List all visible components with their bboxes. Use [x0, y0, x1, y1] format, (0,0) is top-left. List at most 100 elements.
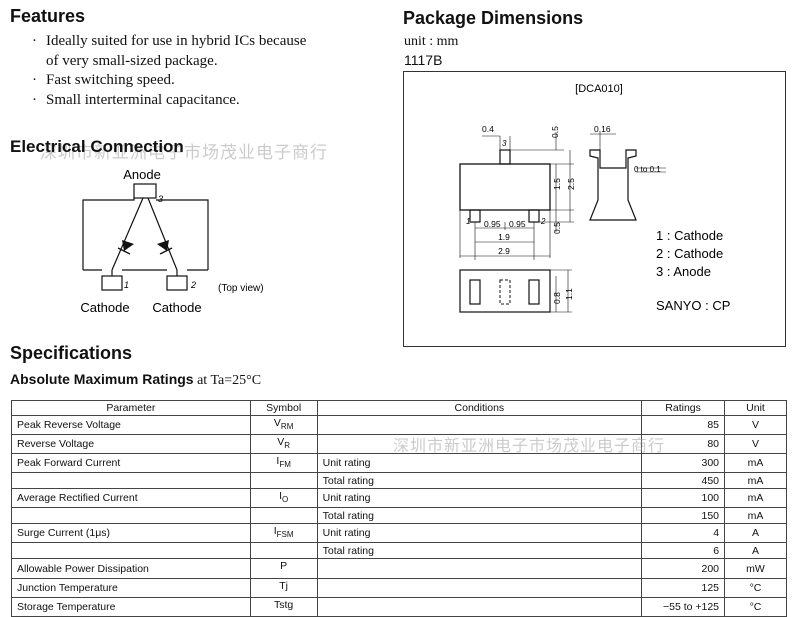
package-body-top [459, 163, 551, 211]
electrical-title: Electrical Connection [10, 137, 184, 156]
dim-0-5b: 0.5 [552, 222, 562, 234]
pin1-label: 1 [124, 280, 129, 290]
symbol-cell: IO [249, 488, 318, 509]
condition-cell: Unit rating [316, 488, 643, 509]
unit-cell: A [724, 523, 787, 544]
symbol-cell [249, 507, 318, 525]
specs-subtitle: Absolute Maximum Ratings at Ta=25°C [10, 371, 261, 389]
specs-subtitle-rest: at Ta=25°C [193, 373, 262, 388]
feature-item: ·Small interterminal capacitance. [32, 91, 240, 108]
unit-cell: mA [724, 507, 787, 525]
dim-0-8: 0.8 [552, 292, 562, 304]
unit-cell: mW [724, 558, 787, 579]
dim-1-5: 1.5 [552, 178, 562, 190]
cathode2-label: Cathode [152, 300, 201, 315]
col-header-ratings: Ratings [641, 400, 726, 416]
dim-0-to-0-1: 0 to 0.1 [634, 165, 661, 174]
package-title: Package Dimensions [403, 8, 584, 28]
condition-cell: Total rating [316, 542, 643, 560]
cathode1-pin [101, 275, 123, 291]
watermark-table: 深圳市新亚洲电子市场茂业电子商行 [393, 438, 666, 455]
symbol-cell: IFSM [249, 523, 318, 544]
dim-1-1: 1.1 [564, 288, 574, 300]
dim-0-95b: 0.95 [509, 219, 526, 229]
feature-item-cont: of very small-sized package. [46, 52, 218, 69]
dim-pin2: 2 [540, 217, 546, 226]
rating-cell: 125 [641, 577, 726, 598]
top-view-label: (Top view) [218, 283, 264, 294]
dim-2-5: 2.5 [566, 178, 576, 190]
param-cell [11, 472, 251, 490]
pin3-label: 3 [158, 194, 163, 204]
param-cell [11, 507, 251, 525]
condition-cell: Total rating [316, 472, 643, 490]
feature-item: ·Fast switching speed. [32, 72, 175, 88]
specifications-title: Specifications [10, 343, 133, 363]
specs-subtitle-bold: Absolute Maximum Ratings [10, 371, 194, 387]
unit-cell: V [724, 434, 787, 455]
param-cell: Surge Current (1μs) [11, 523, 251, 544]
col-header-symbol: Symbol [249, 400, 318, 416]
unit-cell: °C [724, 596, 787, 617]
anode-pin [133, 183, 157, 199]
condition-cell [316, 577, 643, 598]
condition-cell [316, 558, 643, 579]
package-drawing: [DCA010] 0.4 0.5 1.5 2.5 0.5 3 1 2 0.95 … [459, 83, 730, 313]
unit-label: unit : mm [404, 34, 459, 49]
param-cell: Average Rectified Current [11, 488, 251, 509]
dim-2-9: 2.9 [498, 246, 510, 256]
dim-1-9: 1.9 [498, 232, 510, 242]
unit-cell: °C [724, 577, 787, 598]
rating-cell: −55 to +125 [641, 596, 726, 617]
symbol-cell: VR [249, 434, 318, 455]
symbol-cell: Tj [249, 577, 318, 598]
cathode1-label: Cathode [80, 300, 129, 315]
rating-cell: 300 [641, 453, 726, 474]
unit-cell: mA [724, 488, 787, 509]
condition-cell [316, 596, 643, 617]
col-header-parameter: Parameter [11, 400, 251, 416]
param-cell: Reverse Voltage [11, 434, 251, 455]
param-cell [11, 542, 251, 560]
package-drawing-box [403, 71, 786, 347]
diode2-icon [157, 240, 169, 251]
dim-0-4: 0.4 [482, 124, 494, 134]
symbol-cell: Tstg [249, 596, 318, 617]
package-code: 1117B [404, 52, 443, 68]
cathode2-pin [166, 275, 188, 291]
param-cell: Peak Reverse Voltage [11, 414, 251, 436]
symbol-cell: P [249, 558, 318, 579]
unit-cell: V [724, 414, 787, 436]
col-header-conditions: Conditions [316, 400, 643, 416]
rating-cell: 6 [641, 542, 726, 560]
param-cell: Peak Forward Current [11, 453, 251, 474]
condition-cell: Total rating [316, 507, 643, 525]
rating-cell: 450 [641, 472, 726, 490]
condition-cell: Unit rating [316, 453, 643, 474]
symbol-cell [249, 472, 318, 490]
watermark-top: 深圳市新亚洲电子市场茂业电子商行 [40, 143, 328, 162]
dca-label: [DCA010] [575, 83, 623, 95]
unit-cell: mA [724, 472, 787, 490]
features-title: Features [10, 6, 86, 26]
pin-legend-1: 1 : Cathode [656, 228, 723, 243]
rating-cell: 4 [641, 523, 726, 544]
dim-0-16: 0.16 [594, 124, 611, 134]
unit-cell: mA [724, 453, 787, 474]
symbol-cell: VRM [249, 414, 318, 436]
pin2-label: 2 [190, 280, 196, 290]
pin-legend-2: 2 : Cathode [656, 246, 723, 261]
dim-0-5a: 0.5 [550, 126, 560, 138]
electrical-connection-diagram: Anode 3 1 2 Cathode Cathode (Top view) [80, 167, 264, 315]
col-header-unit: Unit [724, 400, 787, 416]
param-cell: Storage Temperature [11, 596, 251, 617]
diode1-icon [122, 240, 134, 251]
symbol-cell: IFM [249, 453, 318, 474]
